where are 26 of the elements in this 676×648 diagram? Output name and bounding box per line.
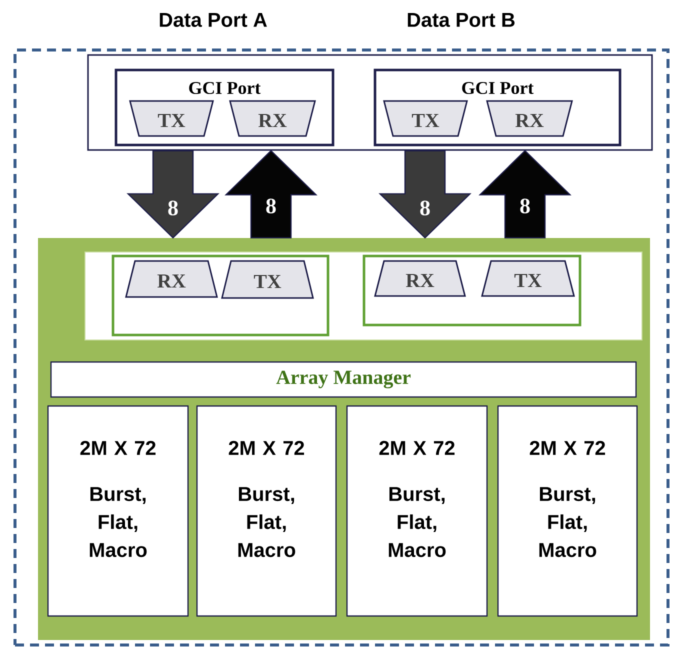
block-arrow	[478, 150, 572, 238]
memory-block: 2M X 72 Burst, Flat, Macro	[47, 405, 189, 617]
interface-group-box	[362, 254, 582, 326]
dashed-frame	[14, 48, 670, 646]
edge-label: 8	[266, 198, 276, 214]
edge-label: 8	[168, 200, 178, 216]
trapezoid-block: RX	[486, 100, 573, 137]
port-title: Data Port A	[160, 13, 267, 27]
memory-block: 2M X 72 Burst, Flat, Macro	[196, 405, 337, 617]
edge-label: 8	[420, 200, 430, 216]
trapezoid-block: TX	[221, 260, 314, 299]
trapezoid-block: RX	[125, 260, 218, 298]
port-title: Data Port B	[408, 13, 515, 27]
trapezoid-block: TX	[383, 100, 468, 137]
interface-group-box	[112, 254, 330, 336]
block-arrow	[224, 150, 318, 238]
memory-block: 2M X 72 Burst, Flat, Macro	[497, 405, 638, 617]
trapezoid-block: TX	[129, 100, 214, 137]
trapezoid-block: RX	[374, 260, 466, 297]
block-arrow	[126, 150, 220, 239]
manager-bar: Array Manager	[50, 361, 637, 398]
trapezoid-block: RX	[229, 100, 316, 137]
memory-block: 2M X 72 Burst, Flat, Macro	[346, 405, 488, 617]
edge-label: 8	[520, 198, 530, 214]
trapezoid-block: TX	[481, 260, 575, 297]
block-arrow	[378, 150, 472, 239]
